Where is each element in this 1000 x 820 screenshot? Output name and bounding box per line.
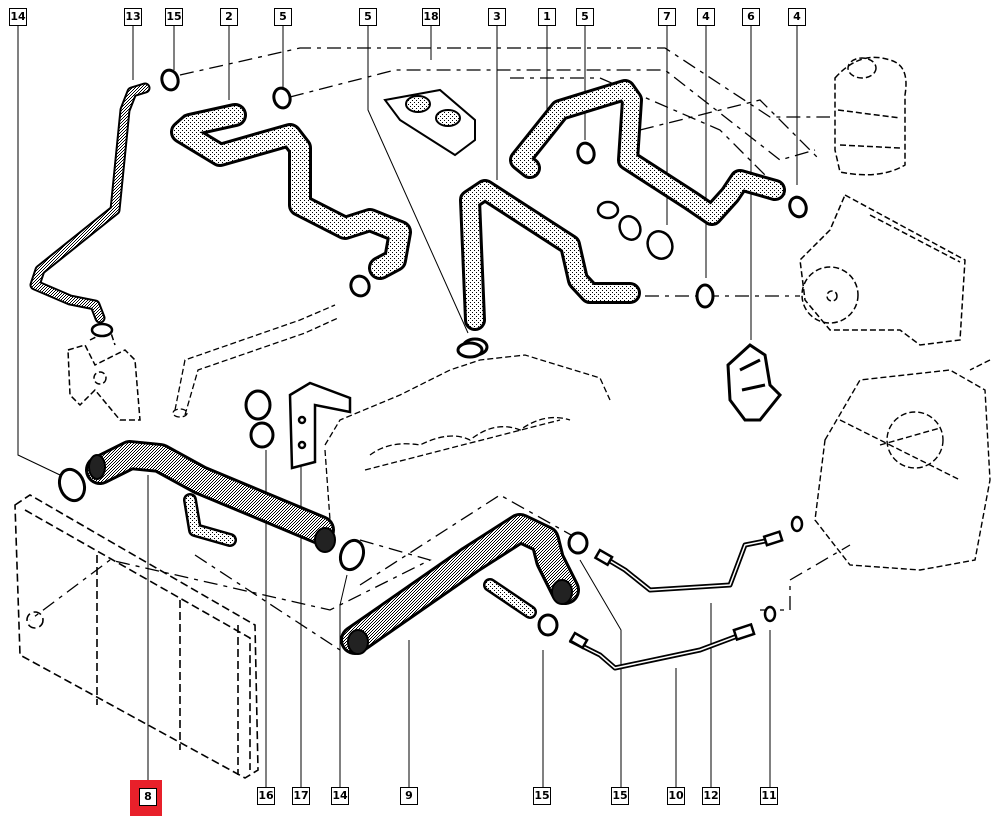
gearbox: [814, 359, 991, 571]
hose-1: [509, 79, 786, 226]
hose-2: [170, 103, 412, 280]
radiator: [14, 494, 259, 779]
pipe-12-inner: [599, 539, 771, 591]
water-pump-housing: [799, 193, 966, 346]
callout-5-b[interactable]: 5: [359, 8, 377, 26]
callout-4-a[interactable]: 4: [697, 8, 715, 26]
assembly-lines: [29, 47, 851, 651]
callout-15-a[interactable]: 15: [533, 787, 551, 805]
clamps-hose-8: [57, 467, 366, 572]
part-6-bracket: [726, 343, 783, 422]
callout-5-c[interactable]: 5: [576, 8, 594, 26]
clamps-hose-9: [537, 531, 589, 637]
callout-3[interactable]: 3: [488, 8, 506, 26]
hose-9: [340, 513, 580, 655]
clamp-small-14: [456, 341, 484, 359]
callout-5-a[interactable]: 5: [274, 8, 292, 26]
part-17-bracket: [288, 381, 352, 470]
callout-18[interactable]: 18: [422, 8, 440, 26]
pipe-10: [568, 632, 741, 671]
callout-1[interactable]: 1: [538, 8, 556, 26]
callout-8-highlighted[interactable]: 8: [139, 788, 157, 806]
callout-17[interactable]: 17: [292, 787, 310, 805]
callout-6[interactable]: 6: [742, 8, 760, 26]
pipe-10-inner: [569, 634, 741, 669]
part-7-clips: [596, 200, 674, 260]
callout-4-b[interactable]: 4: [788, 8, 806, 26]
callout-15-top[interactable]: 15: [165, 8, 183, 26]
callout-9[interactable]: 9: [400, 787, 418, 805]
leader-lines: [17, 26, 798, 790]
callout-15-b[interactable]: 15: [611, 787, 629, 805]
expansion-tank: [834, 56, 907, 176]
callout-7[interactable]: 7: [658, 8, 676, 26]
callout-10[interactable]: 10: [667, 787, 685, 805]
part-18-housing: [383, 88, 476, 157]
callout-16[interactable]: 16: [257, 787, 275, 805]
thermostat-housing: [67, 328, 141, 421]
hose-13: [29, 82, 151, 338]
hose-8: [85, 440, 336, 553]
callout-12[interactable]: 12: [702, 787, 720, 805]
callout-11[interactable]: 11: [760, 787, 778, 805]
engine-block: [324, 354, 611, 521]
clamps-upper-left: [160, 68, 371, 298]
heater-pipe: [172, 304, 339, 418]
part-16-double-clip: [244, 389, 275, 449]
pipe-fittings: [568, 515, 804, 650]
callout-14-top[interactable]: 14: [9, 8, 27, 26]
clamps-upper-right: [576, 141, 808, 309]
callout-13[interactable]: 13: [124, 8, 142, 26]
callout-2[interactable]: 2: [220, 8, 238, 26]
callout-14-bottom[interactable]: 14: [331, 787, 349, 805]
